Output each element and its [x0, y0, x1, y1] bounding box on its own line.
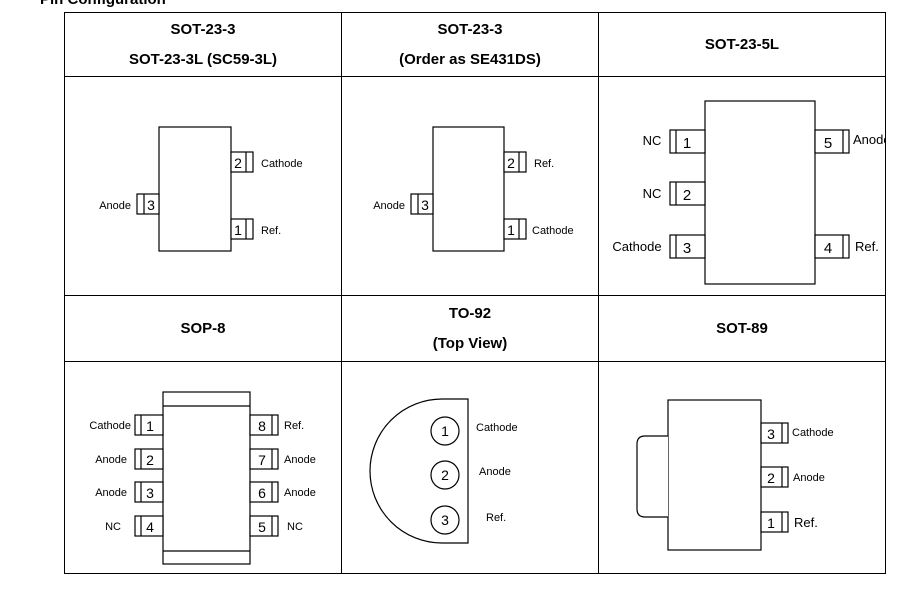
section-title: Pin Configuration: [40, 0, 166, 8]
pin-label: Anode: [284, 454, 316, 466]
pin-label: NC: [105, 521, 121, 533]
pin-number: 2: [507, 155, 515, 171]
pin-box: [503, 151, 527, 173]
figure-row-2: 1 Cathode 2 Anode 3 Anode 4 NC: [64, 361, 886, 574]
pin-number: 1: [683, 135, 691, 152]
header-sop8: SOP-8: [64, 295, 342, 362]
pin-label: Anode: [793, 472, 825, 484]
pin-number: 4: [146, 519, 154, 535]
figure-sop8: 1 Cathode 2 Anode 3 Anode 4 NC: [64, 361, 342, 574]
pin-label: Anode: [853, 132, 885, 147]
pin-configuration-table: SOT-23-3 SOT-23-3L (SC59-3L) SOT-23-3 (O…: [64, 12, 886, 574]
pin-label: Ref.: [261, 225, 281, 237]
header-row-2: SOP-8 TO-92 (Top View) SOT-89: [64, 295, 886, 362]
pin-number: 2: [146, 452, 154, 468]
header-sot89: SOT-89: [598, 295, 886, 362]
pin-label: Ref.: [855, 239, 879, 254]
pin-label: Cathode: [532, 225, 574, 237]
header-sot23-3-se431ds: SOT-23-3 (Order as SE431DS): [341, 12, 599, 77]
pin-number: 1: [146, 418, 154, 434]
pin-number: 1: [507, 222, 515, 238]
pin-box: [814, 234, 850, 259]
package-body: [432, 126, 505, 252]
header-to92: TO-92 (Top View): [341, 295, 599, 362]
pin-number: 2: [767, 470, 775, 486]
pin-label: Anode: [95, 487, 127, 499]
figure-to92: 1 Cathode 2 Anode 3 Ref.: [341, 361, 599, 574]
figure-sot23-5l: 1 NC 2 NC 3 Cathode 5 Anode: [598, 76, 886, 296]
heat-tab: [636, 435, 668, 518]
header-sot23-5l: SOT-23-5L: [598, 12, 886, 77]
pin-label: Cathode: [476, 422, 518, 434]
pin-label: Anode: [479, 466, 511, 478]
sot23-3-diagram: 2 Cathode 3 Anode 1 Ref.: [99, 126, 303, 252]
package-body: [667, 399, 762, 551]
pin-box: [230, 218, 254, 240]
pin-label: Ref.: [284, 420, 304, 432]
to92-diagram: 1 Cathode 2 Anode 3 Ref.: [369, 398, 518, 544]
pin-label: Anode: [373, 200, 405, 212]
pin-number: 3: [767, 426, 775, 442]
pin-box: [669, 234, 706, 259]
header-sot23-3: SOT-23-3 SOT-23-3L (SC59-3L): [64, 12, 342, 77]
pin-box: [136, 193, 160, 215]
pin-label: Cathode: [89, 420, 131, 432]
pin-number: 4: [824, 240, 832, 257]
pin-label: Ref.: [534, 158, 554, 170]
pin-box: [814, 129, 850, 154]
pin-number: 7: [258, 452, 266, 468]
pin-label: Ref.: [794, 515, 818, 530]
pin-number: 2: [683, 187, 691, 204]
pin-label: Cathode: [261, 158, 303, 170]
pin-number: 1: [767, 515, 775, 531]
sop8-left-pins: 1 Cathode 2 Anode 3 Anode 4 NC: [89, 414, 164, 537]
figure-sot89: 3 Cathode 2 Anode 1 Ref.: [598, 361, 886, 574]
pin-number: 3: [421, 197, 429, 213]
pin-circle: [430, 460, 460, 490]
pin-label: NC: [287, 521, 303, 533]
pin-number: 6: [258, 485, 266, 501]
pin-number: 1: [441, 423, 449, 439]
package-body: [704, 100, 816, 285]
pin-number: 3: [683, 240, 691, 257]
pin-label: NC: [643, 133, 662, 148]
pin-number: 5: [824, 135, 832, 152]
sop8-right-pins: 8 Ref. 7 Anode 6 Anode 5 NC: [249, 414, 316, 537]
pin-box: [410, 193, 434, 215]
pin-number: 3: [146, 485, 154, 501]
header-row-1: SOT-23-3 SOT-23-3L (SC59-3L) SOT-23-3 (O…: [64, 12, 886, 77]
pin-number: 8: [258, 418, 266, 434]
pin-circle: [430, 505, 460, 535]
pin-number: 5: [258, 519, 266, 535]
pin-box: [503, 218, 527, 240]
package-body: [158, 126, 232, 252]
pin-label: Cathode: [612, 239, 661, 254]
sot89-diagram: 3 Cathode 2 Anode 1 Ref.: [636, 399, 834, 551]
pin-circle: [430, 416, 460, 446]
sop8-diagram: 1 Cathode 2 Anode 3 Anode 4 NC: [89, 391, 316, 565]
sot23-5l-diagram: 1 NC 2 NC 3 Cathode 5 Anode: [612, 100, 885, 285]
pin-number: 3: [147, 197, 155, 213]
pin-label: Cathode: [792, 427, 834, 439]
pin-label: Ref.: [486, 512, 506, 524]
pin-number: 3: [441, 512, 449, 528]
pin-label: Anode: [95, 454, 127, 466]
sot23-3-se431ds-diagram: 2 Ref. 3 Anode 1 Cathode: [373, 126, 574, 252]
figure-sot23-3: 2 Cathode 3 Anode 1 Ref.: [64, 76, 342, 296]
pin-number: 2: [441, 467, 449, 483]
pin-label: Anode: [99, 200, 131, 212]
package-body: [162, 391, 251, 565]
figure-row-1: 2 Cathode 3 Anode 1 Ref. 2: [64, 76, 886, 296]
pin-number: 2: [234, 155, 242, 171]
pin-label: Anode: [284, 487, 316, 499]
pin-number: 1: [234, 222, 242, 238]
pin-box: [669, 129, 706, 154]
figure-sot23-3-se431ds: 2 Ref. 3 Anode 1 Cathode: [341, 76, 599, 296]
pin-label: NC: [643, 186, 662, 201]
pin-box: [230, 151, 254, 173]
pin-box: [669, 181, 706, 206]
